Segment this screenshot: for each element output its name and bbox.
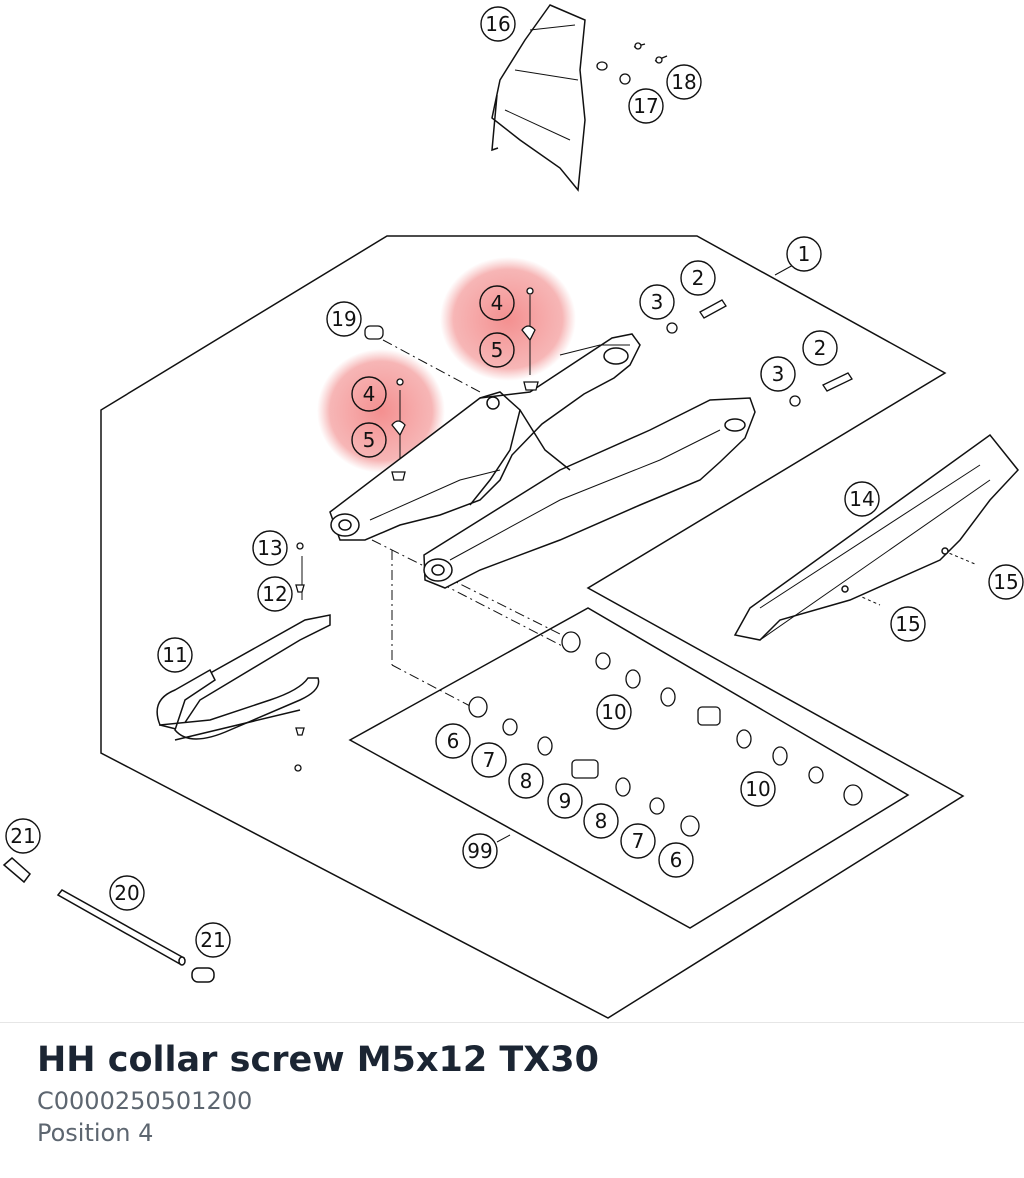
part-position: Position 4 (37, 1119, 154, 1147)
part-title: HH collar screw M5x12 TX30 (37, 1040, 599, 1080)
callout-7[interactable]: 7 (471, 742, 507, 778)
part-number: C0000250501200 (37, 1087, 253, 1115)
callouts: 16 17 18 1 2 3 2 3 19 4 5 4 5 13 12 11 1… (5, 6, 1024, 958)
callout-label: 20 (114, 881, 139, 905)
callout-11[interactable]: 11 (157, 637, 193, 673)
callout-6[interactable]: 6 (658, 842, 694, 878)
group-frames (100, 235, 965, 1019)
callout-label: 5 (363, 428, 376, 452)
slider-screw-parts (294, 542, 305, 772)
callout-7[interactable]: 7 (620, 823, 656, 859)
callout-12[interactable]: 12 (257, 576, 293, 612)
callout-label: 7 (483, 748, 496, 772)
callout-label: 1 (798, 242, 811, 266)
callout-5[interactable]: 5 (351, 422, 387, 458)
callout-label: 11 (162, 643, 187, 667)
callout-99[interactable]: 99 (462, 833, 498, 869)
callout-16[interactable]: 16 (480, 6, 516, 42)
callout-21[interactable]: 21 (5, 818, 41, 854)
callout-label: 3 (772, 362, 785, 386)
callout-label: 4 (363, 382, 376, 406)
callout-1[interactable]: 1 (786, 236, 822, 272)
callout-label: 6 (447, 729, 460, 753)
callout-label: 15 (993, 570, 1018, 594)
callout-label: 21 (200, 928, 225, 952)
callout-2[interactable]: 2 (802, 330, 838, 366)
callout-label: 14 (849, 487, 874, 511)
callout-label: 10 (745, 777, 770, 801)
callout-8[interactable]: 8 (508, 763, 544, 799)
callout-label: 9 (559, 789, 572, 813)
callout-label: 10 (601, 700, 626, 724)
highlight-blob (440, 257, 576, 381)
highlight-blob (317, 349, 445, 473)
callout-label: 99 (467, 839, 492, 863)
callout-2[interactable]: 2 (680, 260, 716, 296)
chain-slider-part (156, 614, 331, 741)
callout-label: 17 (633, 94, 658, 118)
callout-18[interactable]: 18 (666, 64, 702, 100)
callout-8[interactable]: 8 (583, 803, 619, 839)
callout-15[interactable]: 15 (988, 564, 1024, 600)
bearing-kit-frame (348, 607, 910, 929)
callout-15[interactable]: 15 (890, 606, 926, 642)
swingarm-axle-parts (2, 857, 215, 983)
callout-label: 7 (632, 829, 645, 853)
swingarm-part (329, 333, 756, 589)
callout-label: 13 (257, 536, 282, 560)
chain-guard-cover-part (491, 4, 586, 192)
callout-label: 5 (491, 338, 504, 362)
callout-9[interactable]: 9 (547, 783, 583, 819)
callout-5[interactable]: 5 (479, 332, 515, 368)
callout-label: 12 (262, 582, 287, 606)
callout-label: 21 (10, 824, 35, 848)
callout-17[interactable]: 17 (628, 88, 664, 124)
callout-21[interactable]: 21 (195, 922, 231, 958)
callout-label: 8 (595, 809, 608, 833)
callout-14[interactable]: 14 (844, 481, 880, 517)
callout-label: 2 (814, 336, 827, 360)
callout-6[interactable]: 6 (435, 723, 471, 759)
bearing-kit-parts (468, 631, 863, 837)
exploded-parts-diagram: 16 17 18 1 2 3 2 3 19 4 5 4 5 13 12 11 1… (2, 4, 1024, 1019)
bolt-and-bushing-parts (596, 42, 668, 85)
callout-label: 3 (651, 290, 664, 314)
callout-label: 2 (692, 266, 705, 290)
callout-3[interactable]: 3 (760, 356, 796, 392)
callout-4[interactable]: 4 (479, 285, 515, 321)
callout-13[interactable]: 13 (252, 530, 288, 566)
callout-label: 18 (671, 70, 696, 94)
part-info-panel (0, 1022, 1024, 1178)
pivot-bushing-and-pins (364, 299, 853, 407)
callout-4[interactable]: 4 (351, 376, 387, 412)
chain-guard-part (733, 433, 1019, 641)
collar-screw-and-clip-parts (391, 287, 539, 481)
callout-label: 19 (331, 307, 356, 331)
callout-label: 15 (895, 612, 920, 636)
callout-label: 6 (670, 848, 683, 872)
callout-10[interactable]: 10 (740, 771, 776, 807)
callout-10[interactable]: 10 (596, 694, 632, 730)
callout-label: 4 (491, 291, 504, 315)
callout-19[interactable]: 19 (326, 301, 362, 337)
callout-label: 16 (485, 12, 510, 36)
swingarm-group-frame (100, 235, 965, 1019)
position-highlights (317, 257, 576, 473)
callout-label: 8 (520, 769, 533, 793)
callout-20[interactable]: 20 (109, 875, 145, 911)
callout-3[interactable]: 3 (639, 284, 675, 320)
